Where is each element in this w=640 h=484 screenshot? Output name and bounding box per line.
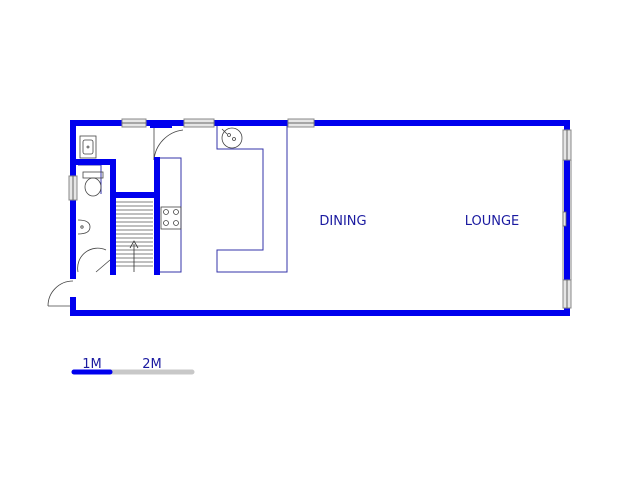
door-kitchen (153, 127, 184, 161)
windows (68, 118, 572, 309)
door-entrance (47, 280, 74, 307)
sliding-door (562, 160, 572, 280)
stair-partition (160, 157, 182, 273)
door-swings (47, 127, 184, 307)
room-label-lounge: LOUNGE (465, 214, 520, 229)
scale-label-2m: 2M (142, 357, 162, 372)
room-label-dining: DINING (319, 214, 366, 229)
scale-label-1m: 1M (82, 357, 102, 372)
staircase (116, 201, 153, 272)
hob-icon (160, 206, 182, 230)
toilet-icon (82, 171, 104, 197)
kitchen-counter (216, 125, 288, 273)
basin-icon (77, 219, 91, 235)
sink-icon (79, 135, 97, 159)
scale-bar: 1M 2M (71, 357, 195, 375)
fixture-lines (78, 125, 288, 273)
kitchen-sink-icon (221, 127, 243, 149)
door-washroom (77, 247, 111, 273)
